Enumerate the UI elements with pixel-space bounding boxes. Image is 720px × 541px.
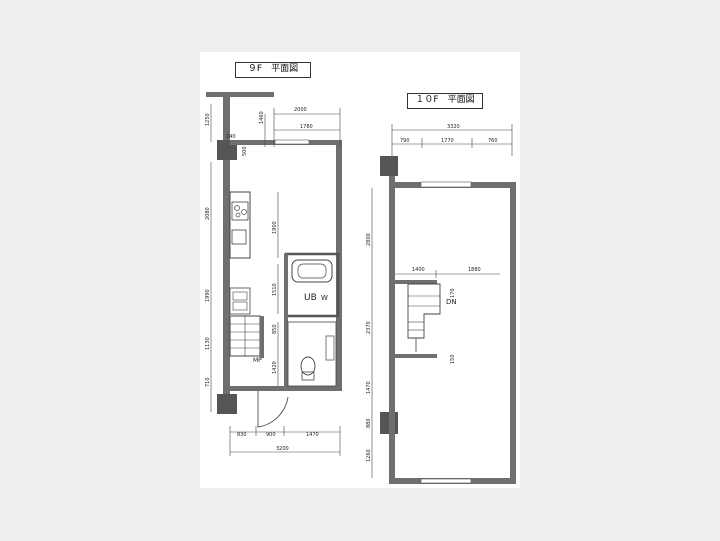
floor9-column-bottom — [217, 394, 237, 414]
floor9-window — [274, 139, 310, 145]
dim-1900: 1900 — [272, 221, 278, 234]
dim-1130: 1130 — [205, 337, 211, 350]
dim-3320: 3320 — [447, 124, 460, 130]
bathtub — [291, 259, 333, 283]
floor10-title: １０F 平面図 — [407, 93, 483, 109]
floor9-bottom-wall — [230, 386, 342, 391]
ub-label: UB — [304, 293, 317, 303]
dim-240: 240 — [226, 134, 236, 140]
floor10-right-wall — [510, 182, 516, 484]
dim-790: 790 — [400, 138, 410, 144]
floor9-top-wall — [206, 92, 274, 97]
floor10-bottom-window — [420, 478, 472, 484]
floor10-dimensions — [371, 124, 513, 478]
dim-1470-10f: 1470 — [366, 381, 372, 394]
floor9-dimensions — [210, 104, 341, 456]
dim-1260: 1260 — [366, 449, 372, 462]
dim-1510: 1510 — [272, 283, 278, 296]
dim-3200: 3200 — [276, 446, 289, 452]
floor-plan-sheet: ９F 平面図 １０F 平面図 — [200, 52, 520, 488]
floor9-plan: UB W MP — [205, 92, 342, 456]
floor10-left-wall — [389, 176, 395, 484]
floor9-partition — [284, 254, 288, 388]
dim-1460: 1460 — [259, 111, 265, 124]
washer-area — [229, 287, 251, 315]
entrance-door — [257, 391, 289, 428]
floor9-stair — [229, 315, 261, 357]
mp-label: MP — [253, 357, 262, 364]
floor9-left-wall — [223, 94, 230, 414]
dim-1770: 1770 — [441, 138, 454, 144]
floor-plan-drawing: UB W MP — [205, 92, 516, 484]
dim-2080: 2080 — [205, 207, 211, 220]
kitchen-counter — [229, 191, 251, 259]
sink — [231, 229, 247, 245]
dim-2000: 2000 — [294, 107, 307, 113]
dim-1880: 1880 — [468, 267, 481, 273]
dim-1780: 1780 — [300, 124, 313, 130]
dn-label: DN — [446, 298, 457, 306]
floor9-title: ９F 平面図 — [235, 62, 311, 78]
dim-150: 150 — [450, 354, 456, 364]
dim-710: 710 — [205, 377, 211, 387]
dim-500: 500 — [242, 146, 248, 156]
dim-1250: 1250 — [205, 113, 211, 126]
dim-850: 850 — [272, 324, 278, 334]
toilet-sink — [325, 335, 335, 361]
floor10-stair — [395, 280, 441, 358]
unit-bath — [284, 252, 340, 318]
dim-760: 760 — [488, 138, 498, 144]
floor10-top-window — [420, 181, 472, 188]
floor10-column-top — [380, 156, 398, 176]
stove — [231, 201, 249, 221]
dim-2370: 2370 — [366, 321, 372, 334]
dim-1420: 1420 — [272, 361, 278, 374]
dim-880: 880 — [366, 418, 372, 428]
wm-label: W — [321, 294, 328, 302]
dim-1400: 1400 — [412, 267, 425, 273]
floor10-plan: DN 3320 790 1770 760 2800 — [366, 124, 516, 484]
dim-830: 830 — [237, 432, 247, 438]
toilet-room — [287, 321, 337, 387]
dim-170: 170 — [450, 288, 456, 298]
toilet-icon — [300, 356, 316, 376]
dim-1990: 1990 — [205, 289, 211, 302]
dim-1470: 1470 — [306, 432, 319, 438]
dim-2800: 2800 — [366, 233, 372, 246]
dim-900: 900 — [266, 432, 276, 438]
